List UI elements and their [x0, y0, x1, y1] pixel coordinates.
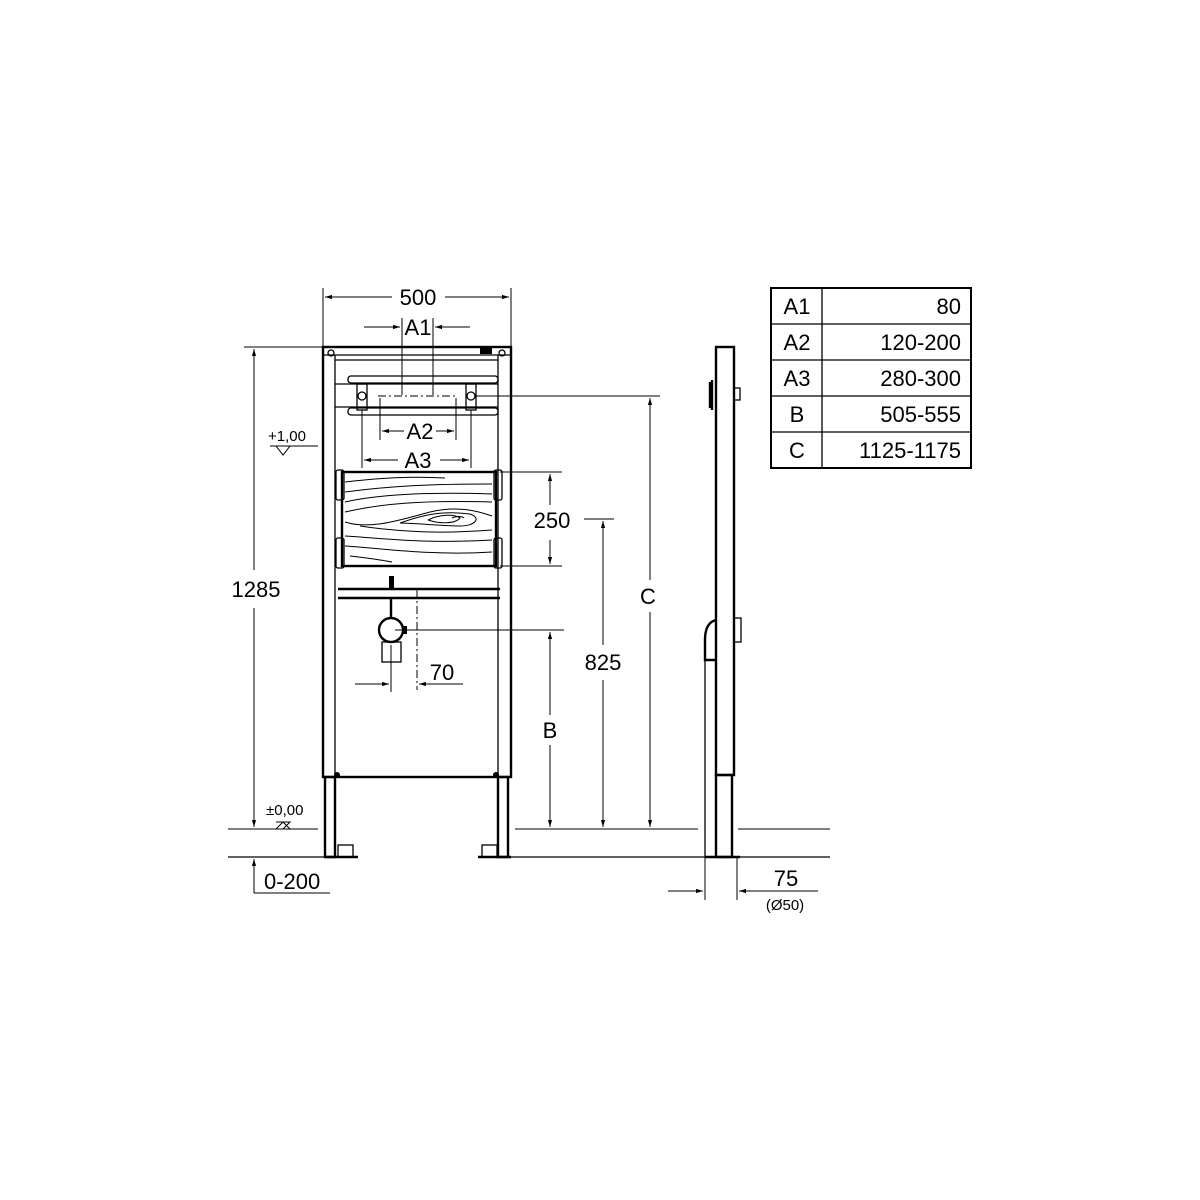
dim-a2-label: A2: [407, 419, 434, 444]
dimension-lines: [244, 288, 660, 894]
dimension-table: A1 80 A2 120-200 A3 280-300 B 505-555 C …: [770, 287, 972, 469]
table-row: A1 80: [784, 294, 961, 319]
table-row: B 505-555: [790, 402, 961, 427]
table-value: 1125-1175: [859, 438, 961, 463]
table-key: B: [790, 402, 805, 427]
table-key: A1: [784, 294, 811, 319]
front-frame: [321, 345, 513, 859]
table-row: C 1125-1175: [789, 438, 961, 463]
dim-825-label: 825: [585, 650, 622, 675]
dim-adjust-label: 0-200: [264, 869, 320, 894]
dim-board-label: 250: [534, 508, 571, 533]
side-view: [668, 345, 818, 900]
dim-a1-label: A1: [405, 315, 432, 340]
dim-depth-label: 75: [774, 866, 798, 891]
level-top-label: +1,00: [268, 428, 306, 445]
dim-b-label: B: [543, 718, 558, 743]
level-zero-label: ±0,00: [266, 802, 303, 819]
dim-a3-label: A3: [405, 448, 432, 473]
table-value: 120-200: [880, 330, 961, 355]
pipe-diameter-label: (Ø50): [766, 897, 804, 914]
dim-c-label: C: [640, 584, 656, 609]
table-value: 80: [937, 294, 961, 319]
wood-grain: [344, 476, 493, 563]
table-row: A3 280-300: [784, 366, 961, 391]
table-value: 505-555: [880, 402, 961, 427]
table-key: A3: [784, 366, 811, 391]
dim-height-label: 1285: [232, 577, 281, 602]
table-key: C: [789, 438, 805, 463]
table-value: 280-300: [880, 366, 961, 391]
table-key: A2: [784, 330, 811, 355]
dim-70-label: 70: [430, 660, 454, 685]
dim-width-label: 500: [400, 285, 437, 310]
table-row: A2 120-200: [784, 330, 961, 355]
